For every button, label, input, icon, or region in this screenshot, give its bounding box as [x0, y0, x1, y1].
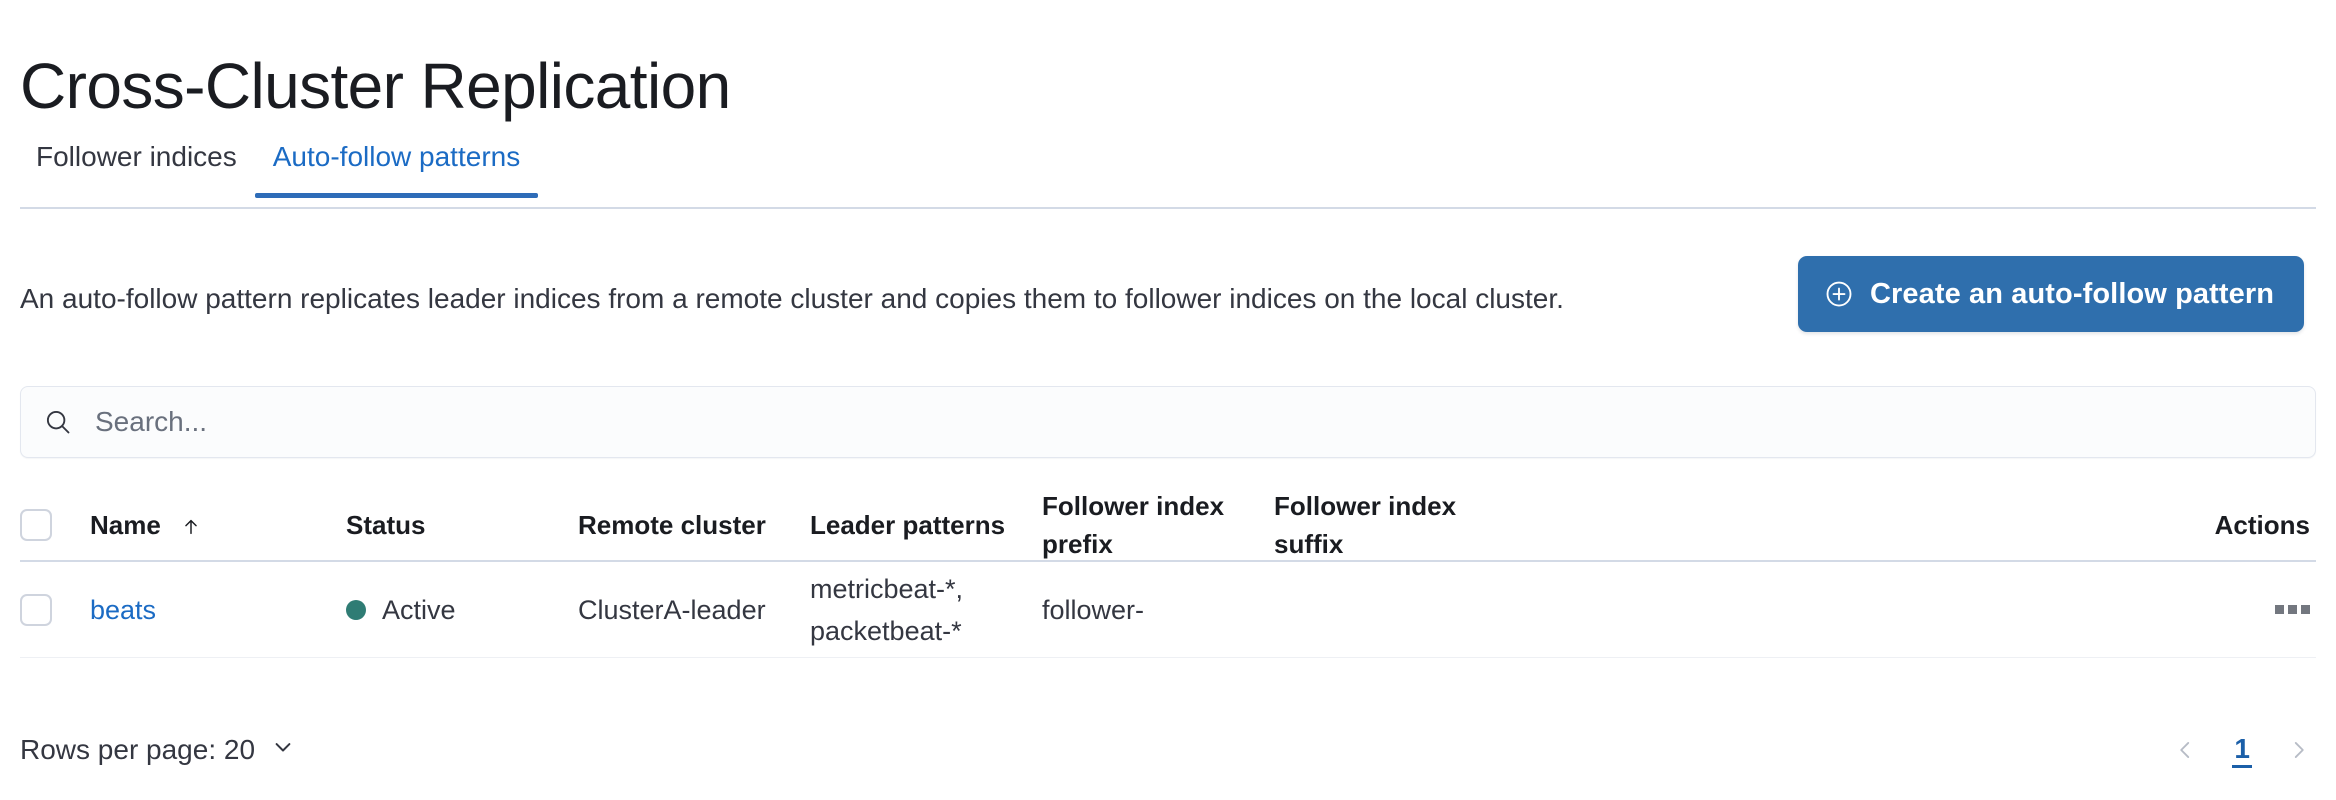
select-all-checkbox-cell [20, 509, 66, 541]
auto-follow-patterns-table: Name Status Remote cluster Leader patter… [20, 490, 2316, 658]
tab-bar: Follower indices Auto-follow patterns [20, 140, 539, 212]
column-header-name-label: Name [90, 510, 161, 540]
tab-follower-indices[interactable]: Follower indices [20, 140, 255, 198]
cell-remote-cluster: ClusterA-leader [578, 594, 766, 625]
tab-auto-follow-patterns-label: Auto-follow patterns [272, 141, 521, 172]
table-footer: Rows per page: 20 1 [20, 720, 2316, 780]
column-header-actions-label: Actions [2214, 510, 2310, 540]
more-actions-dot [2275, 605, 2284, 614]
row-select-checkbox[interactable] [20, 593, 52, 626]
pagination: 1 [2168, 733, 2316, 768]
search-bar[interactable] [20, 386, 2316, 458]
rows-per-page-selector[interactable]: Rows per page: 20 [20, 733, 297, 768]
more-actions-dot [2288, 605, 2297, 614]
tab-auto-follow-patterns[interactable]: Auto-follow patterns [254, 140, 539, 198]
arrow-up-icon [180, 516, 202, 538]
create-auto-follow-pattern-label: Create an auto-follow pattern [1870, 277, 2275, 310]
chevron-left-icon[interactable] [2168, 733, 2202, 767]
page-description: An auto-follow pattern replicates leader… [20, 283, 1564, 314]
table-body: beats Active ClusterA-leader metricbeat-… [20, 562, 2316, 658]
status-label: Active [382, 594, 456, 625]
table-header-row: Name Status Remote cluster Leader patter… [20, 490, 2316, 560]
cell-leader-patterns: metricbeat-*, packetbeat-* [810, 573, 964, 646]
search-icon [43, 407, 73, 437]
column-header-remote-cluster-label: Remote cluster [578, 510, 766, 540]
column-header-actions: Actions [1506, 506, 2316, 544]
chevron-right-icon[interactable] [2282, 733, 2316, 767]
status-dot-icon [346, 599, 366, 620]
pagination-page-1[interactable]: 1 [2232, 733, 2252, 768]
more-actions-icon[interactable] [2275, 605, 2310, 614]
column-header-name[interactable]: Name [90, 506, 322, 544]
page-title: Cross-Cluster Replication [20, 49, 731, 122]
status-badge: Active [346, 591, 568, 629]
more-actions-dot [2301, 605, 2310, 614]
column-header-follower-index-suffix-label: Follower index suffix [1274, 491, 1457, 559]
plus-in-circle-icon [1824, 279, 1854, 309]
cell-actions [1506, 605, 2316, 614]
table-row: beats Active ClusterA-leader metricbeat-… [20, 562, 2316, 658]
column-header-follower-index-prefix-label: Follower index prefix [1042, 491, 1225, 559]
column-header-remote-cluster[interactable]: Remote cluster [578, 506, 810, 544]
column-header-leader-patterns[interactable]: Leader patterns [810, 506, 1042, 544]
pattern-name-link[interactable]: beats [90, 594, 157, 625]
table-header: Name Status Remote cluster Leader patter… [20, 490, 2316, 562]
column-header-status[interactable]: Status [346, 506, 578, 544]
tab-bar-divider [20, 207, 2316, 209]
select-all-checkbox[interactable] [20, 509, 52, 541]
column-header-leader-patterns-label: Leader patterns [810, 510, 1006, 540]
tab-follower-indices-label: Follower indices [36, 141, 237, 172]
create-auto-follow-pattern-button[interactable]: Create an auto-follow pattern [1798, 256, 2305, 332]
cell-name: beats [90, 591, 322, 629]
column-header-follower-index-suffix[interactable]: Follower index suffix [1274, 487, 1506, 563]
search-input[interactable] [93, 405, 2293, 439]
column-header-follower-index-prefix[interactable]: Follower index prefix [1042, 487, 1274, 563]
chevron-down-icon [269, 733, 297, 768]
rows-per-page-label: Rows per page: 20 [20, 734, 256, 765]
cell-follower-index-prefix: follower- [1042, 594, 1145, 625]
row-select-checkbox-cell [20, 593, 66, 626]
cell-status: Active [346, 591, 578, 629]
column-header-status-label: Status [346, 510, 426, 540]
